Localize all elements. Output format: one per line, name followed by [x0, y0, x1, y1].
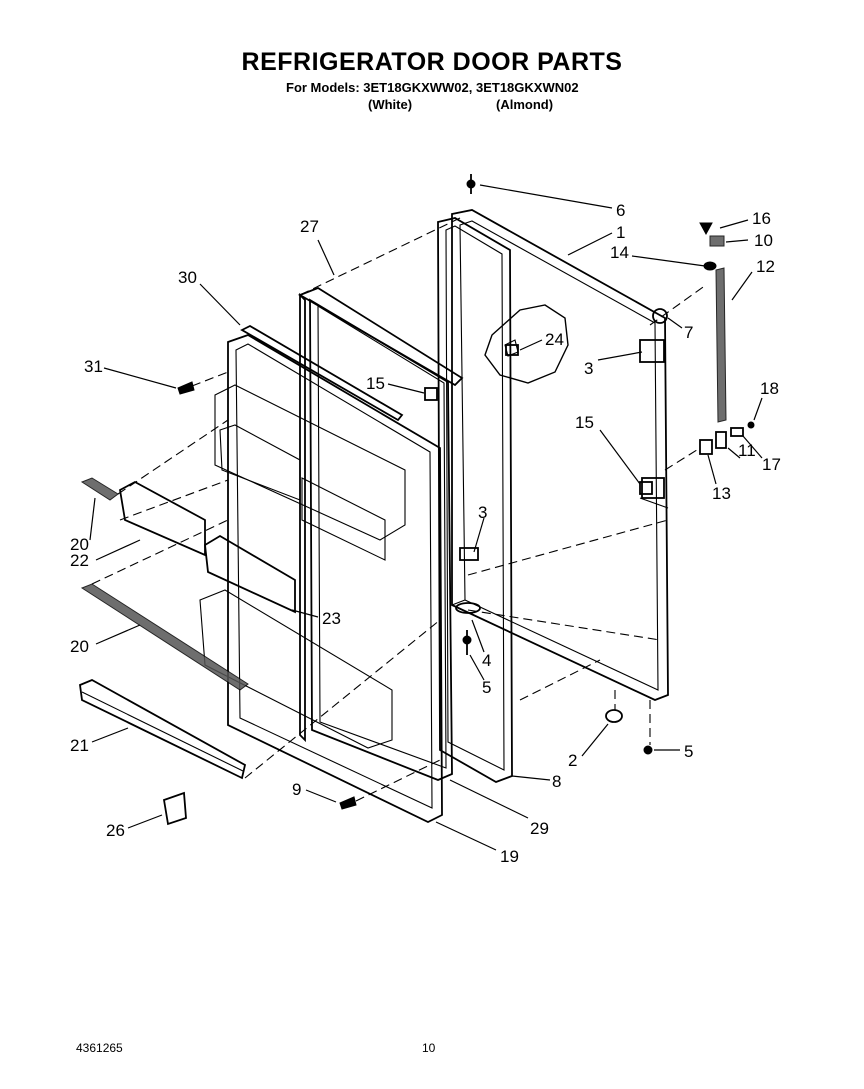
outer-door-panel — [451, 209, 669, 701]
models-line: For Models: 3ET18GKXWW02, 3ET18GKXWN02 — [286, 80, 579, 95]
callout: 15 — [366, 374, 385, 393]
callout: 7 — [684, 323, 693, 342]
document-number: 4361265 — [76, 1041, 123, 1055]
callout: 15 — [575, 413, 594, 432]
callout: 24 — [545, 330, 564, 349]
callout: 31 — [84, 357, 103, 376]
inner-door-liner — [199, 334, 443, 824]
callout: 19 — [500, 847, 519, 866]
callout: 5 — [684, 742, 693, 761]
callout: 22 — [70, 551, 89, 570]
variant-white: (White) — [368, 97, 413, 112]
callout: 14 — [610, 243, 629, 262]
callout: 23 — [322, 609, 341, 628]
callout-numbers: 6 1 16 10 14 12 27 7 30 24 31 15 3 18 15… — [70, 201, 781, 866]
callout: 3 — [478, 503, 487, 522]
callout: 18 — [760, 379, 779, 398]
shelf-bins — [79, 324, 404, 780]
callout: 3 — [584, 359, 593, 378]
callout: 9 — [292, 780, 301, 799]
callout: 4 — [482, 651, 491, 670]
callout: 1 — [616, 223, 625, 242]
small-hardware — [162, 174, 755, 826]
callout: 27 — [300, 217, 319, 236]
callout: 12 — [756, 257, 775, 276]
page-number: 10 — [422, 1041, 436, 1055]
variant-almond: (Almond) — [496, 97, 554, 112]
callout: 21 — [70, 736, 89, 755]
callout: 6 — [616, 201, 625, 220]
assembly-lines — [91, 217, 707, 802]
breaker-strip — [297, 286, 464, 781]
callout: 16 — [752, 209, 771, 228]
callout: 20 — [70, 637, 89, 656]
callout: 29 — [530, 819, 549, 838]
callout: 30 — [178, 268, 197, 287]
callout: 20 — [70, 535, 89, 554]
callout: 13 — [712, 484, 731, 503]
leader-lines — [89, 184, 763, 851]
callout: 26 — [106, 821, 125, 840]
callout: 10 — [754, 231, 773, 250]
page-title: REFRIGERATOR DOOR PARTS — [241, 48, 623, 76]
callout: 5 — [482, 678, 491, 697]
callout: 2 — [568, 751, 577, 770]
callout: 17 — [762, 455, 781, 474]
callout: 8 — [552, 772, 561, 791]
callout: 11 — [738, 441, 756, 460]
